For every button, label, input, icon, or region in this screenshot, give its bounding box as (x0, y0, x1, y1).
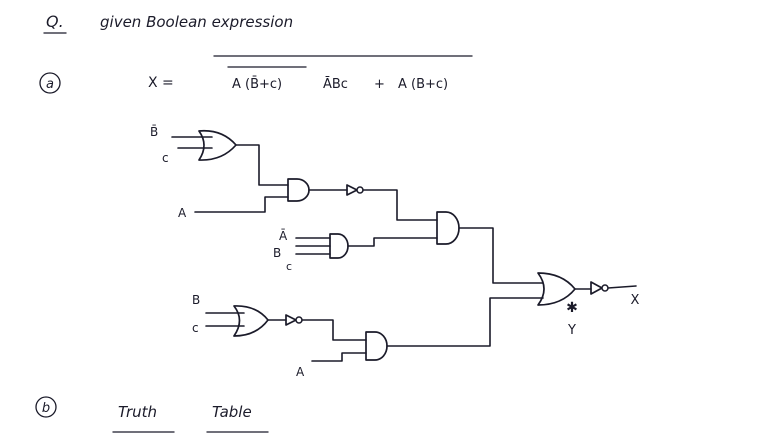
question-prefix: Q. (46, 12, 64, 31)
table-word: Table (212, 403, 252, 421)
input-c-label-mid: c (286, 260, 292, 273)
input-a-label-2: A (296, 365, 305, 379)
and-gate-1 (287, 178, 310, 202)
wire-or1-to-and1 (235, 144, 289, 186)
expression-plus: + (374, 77, 385, 92)
wire-not1-to-and3 (362, 189, 438, 221)
input-a-bar-label: Ā (279, 229, 288, 243)
and-gate-3 (436, 211, 460, 245)
part-a-marker: a (46, 77, 54, 92)
not-gate-2-bubble (295, 316, 303, 324)
and-gate-4 (365, 331, 388, 361)
expression-term2: ĀBc (323, 77, 348, 92)
wire-a1-to-and1 (194, 196, 289, 213)
wire-output-x (607, 285, 637, 289)
not-gate-3-bubble (601, 284, 609, 292)
or-gate-top (198, 129, 237, 161)
wire-and4-to-or-final (386, 297, 544, 347)
input-b-bar-label: B̄ (150, 125, 158, 139)
expression-lhs: X = (148, 75, 174, 91)
question-heading: given Boolean expression (100, 13, 293, 31)
not-gate-1 (346, 184, 358, 196)
input-c-label-bottom: c (192, 321, 199, 335)
node-label-y: Y (567, 323, 576, 338)
not-gate-2 (285, 314, 297, 326)
input-c-label-top: c (162, 151, 169, 165)
not-gate-1-bubble (356, 186, 364, 194)
input-b-label-mid: B (273, 246, 281, 260)
and-gate-2 (329, 233, 349, 259)
truth-word: Truth (118, 403, 157, 421)
part-b-marker: b (42, 401, 50, 416)
input-a-label-1: A (178, 206, 187, 220)
node-mark: ✱ (566, 300, 578, 316)
wire-and2-to-and3 (347, 237, 438, 247)
or-gate-bottom (233, 305, 269, 337)
wire-and3-to-or-final (458, 227, 544, 284)
expression-term1: A (B̄+c) (232, 77, 282, 92)
input-b-label-bottom: B (192, 293, 200, 307)
part-a-circle (39, 72, 61, 94)
part-b-circle (35, 396, 57, 418)
output-label-x: X (631, 293, 640, 308)
not-gate-3 (590, 281, 603, 295)
expression-term3: A (B+c) (398, 77, 448, 92)
wire-not2-to-and4 (301, 319, 367, 341)
wire-a2-to-and4 (311, 352, 367, 362)
or-gate-final (537, 272, 576, 306)
